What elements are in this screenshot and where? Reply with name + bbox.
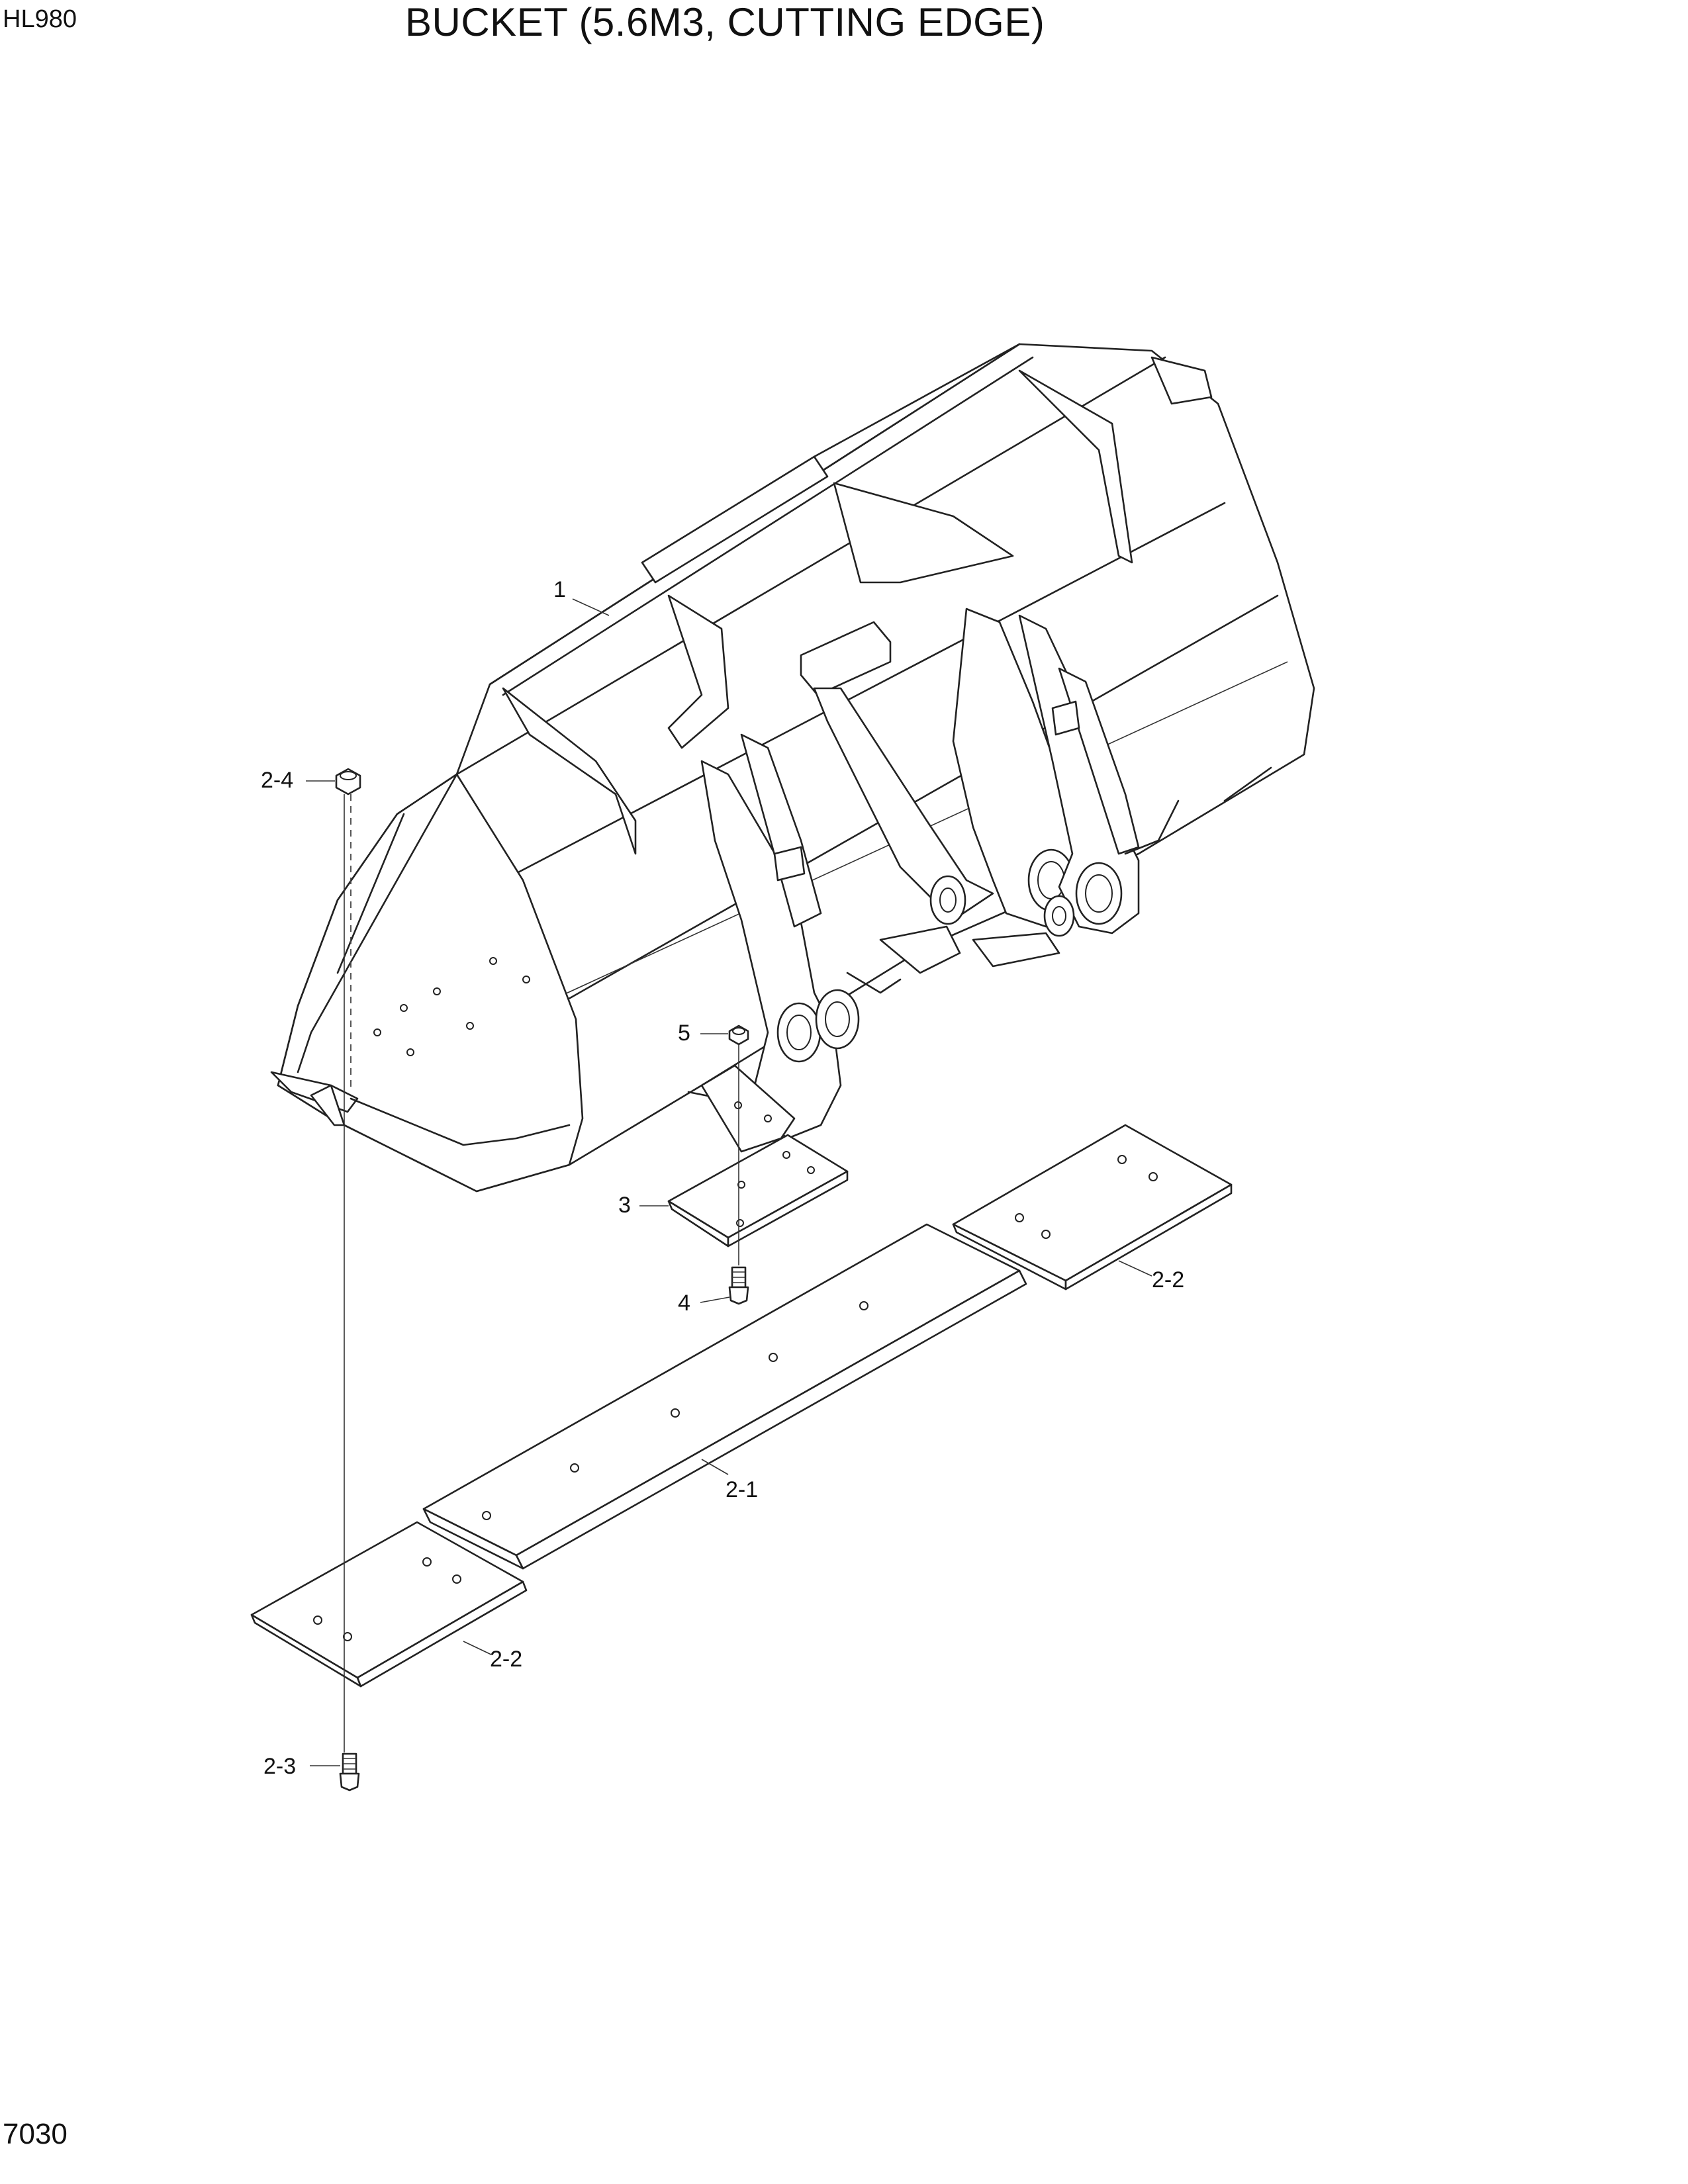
bolt — [339, 1752, 360, 1792]
end-bit-right — [952, 1124, 1233, 1291]
nut — [335, 768, 361, 796]
wear-plate — [667, 1134, 849, 1248]
callout-2-1: 2-1 — [726, 1477, 758, 1502]
callout-2-3: 2-3 — [263, 1754, 296, 1779]
callout-5: 5 — [678, 1021, 690, 1046]
assembly-lines — [344, 794, 739, 1752]
callout-1: 1 — [553, 577, 566, 602]
bucket-body — [270, 343, 1315, 1193]
page-number: 7030 — [3, 2118, 68, 2150]
callout-2-2-left: 2-2 — [490, 1647, 522, 1672]
model-code: HL980 — [3, 5, 77, 33]
nut — [728, 1024, 749, 1046]
leader-lines — [306, 598, 1152, 1766]
callout-2-2-right: 2-2 — [1152, 1267, 1184, 1293]
callout-2-4: 2-4 — [261, 768, 293, 793]
cutting-edge — [422, 1223, 1027, 1570]
callout-4: 4 — [678, 1291, 690, 1316]
page-title: BUCKET (5.6M3, CUTTING EDGE) — [405, 0, 1045, 44]
end-bit-left — [250, 1521, 528, 1688]
callout-3: 3 — [618, 1193, 631, 1218]
bolt — [728, 1266, 749, 1305]
